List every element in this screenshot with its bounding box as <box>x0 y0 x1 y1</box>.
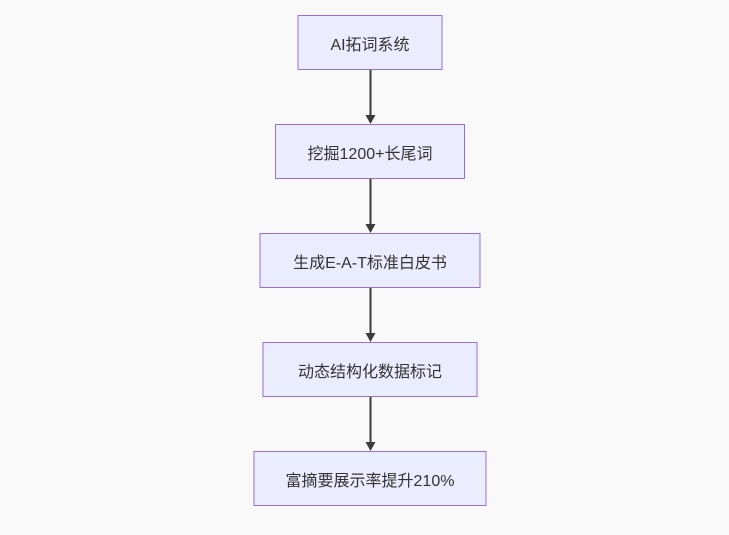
flow-node-label: 生成E-A-T标准白皮书 <box>293 254 447 272</box>
arrow-down-icon <box>365 115 375 124</box>
flow-edge-2 <box>364 179 377 233</box>
flow-edge-3 <box>364 288 377 342</box>
flow-node-longtail-mining: 挖掘1200+长尾词 <box>275 124 465 179</box>
flow-edge-1 <box>364 70 377 124</box>
flow-edge-4 <box>364 397 377 451</box>
arrow-shaft <box>369 179 371 224</box>
flow-node-label: 动态结构化数据标记 <box>297 363 442 381</box>
flow-node-eat-whitepaper: 生成E-A-T标准白皮书 <box>259 233 481 288</box>
arrow-down-icon <box>365 333 375 342</box>
flow-node-ai-keyword-system: AI拓词系统 <box>297 15 443 70</box>
flow-node-structured-data-markup: 动态结构化数据标记 <box>262 342 478 397</box>
flow-node-label: 富摘要展示率提升210% <box>285 472 455 490</box>
arrow-down-icon <box>365 442 375 451</box>
arrow-down-icon <box>365 224 375 233</box>
arrow-shaft <box>369 397 371 442</box>
arrow-shaft <box>369 70 371 115</box>
flow-node-rich-snippet-result: 富摘要展示率提升210% <box>253 451 487 506</box>
flow-node-label: 挖掘1200+长尾词 <box>307 145 433 163</box>
flow-node-label: AI拓词系统 <box>330 36 410 54</box>
arrow-shaft <box>369 288 371 333</box>
